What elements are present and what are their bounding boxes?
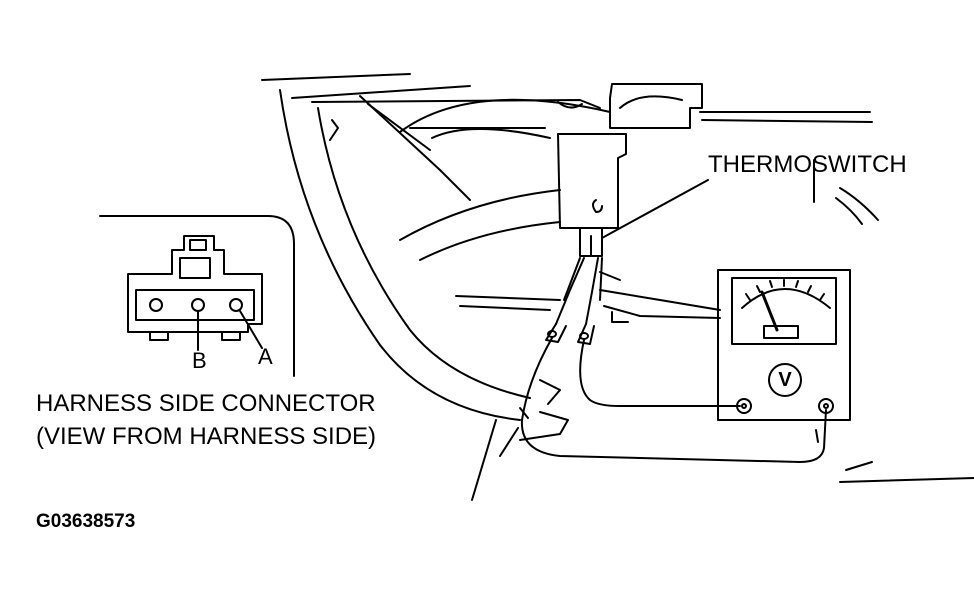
harness-connector-subtitle: (VIEW FROM HARNESS SIDE): [36, 423, 377, 450]
terminal-a-label: A: [258, 344, 273, 369]
thermoswitch-leader: [601, 179, 709, 239]
terminal-b-label: B: [192, 348, 207, 373]
test-leads: [520, 337, 827, 463]
meter-terminal-right: [818, 398, 834, 414]
harness-connector-title: HARNESS SIDE CONNECTOR: [36, 390, 376, 417]
thermoswitch-label: THERMOSWITCH: [708, 151, 907, 178]
voltmeter: [717, 269, 851, 421]
terminal-a-pin: [229, 298, 243, 312]
meter-terminal-left: [736, 398, 752, 414]
meter-dial-circle: [768, 363, 802, 397]
figure-code: G03638573: [36, 511, 136, 532]
test-probes: [545, 257, 603, 345]
vehicle-body-outline: [261, 73, 974, 501]
voltmeter-symbol: V: [778, 369, 792, 391]
harness-side-connector: [127, 235, 263, 351]
thermoswitch-body: [557, 133, 627, 257]
meter-needle: [760, 290, 779, 332]
connector-inset-frame: [99, 215, 295, 377]
terminal-b-pin: [191, 298, 205, 312]
terminal-c-pin: [149, 298, 163, 312]
